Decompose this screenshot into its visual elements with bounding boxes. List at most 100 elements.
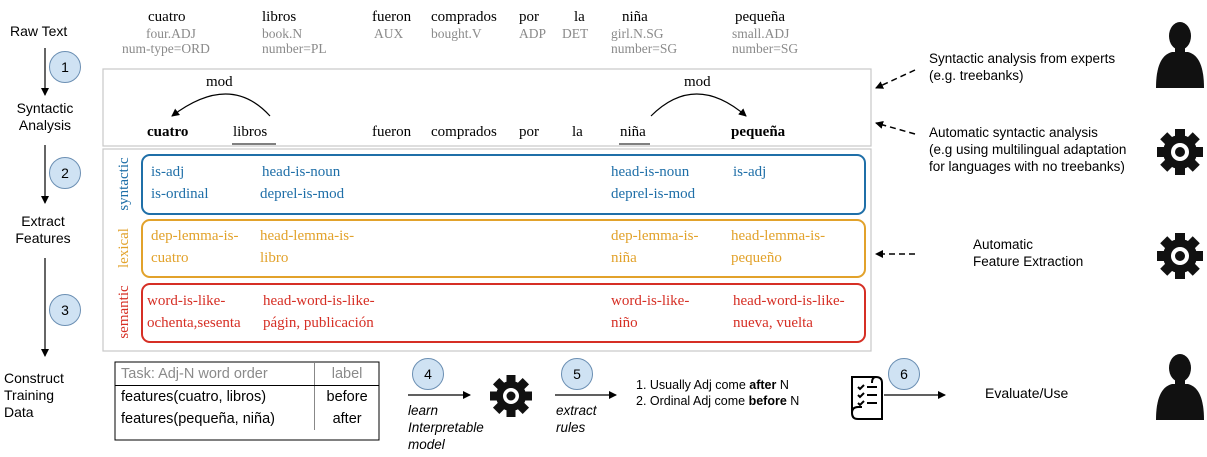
- feature-line: niño: [611, 315, 638, 331]
- feature-line: ochenta,sesenta: [147, 315, 241, 331]
- feature-line: nueva, vuelta: [733, 315, 813, 331]
- word: niña: [622, 9, 648, 25]
- feature-line: is-adj: [733, 164, 767, 180]
- step-syntactic-analysis: Syntactic Analysis: [16, 100, 74, 133]
- note-line: for languages with no treebanks): [929, 159, 1125, 174]
- syntactic-box: [141, 154, 866, 215]
- feature-line: págin, publicación: [263, 315, 374, 331]
- feature-cell: head-word-is-like- nueva, vuelta: [733, 290, 845, 334]
- feature-line: head-word-is-like-: [263, 293, 375, 309]
- word-column: fueron AUX: [372, 9, 411, 41]
- word-column: niña girl.N.SG number=SG: [611, 9, 677, 56]
- table-row: features(cuatro, libros) before: [115, 385, 379, 408]
- word: fueron: [372, 9, 412, 25]
- person-icon: [1156, 22, 1204, 88]
- parse-token: cuatro: [147, 124, 189, 140]
- step-circle-6: 6: [888, 358, 920, 390]
- note-automatic: Automatic syntactic analysis (e.g using …: [929, 124, 1126, 175]
- arc-right: [650, 93, 747, 117]
- table-cell: features(cuatro, libros): [115, 385, 316, 408]
- word-column: comprados bought.V: [431, 9, 497, 41]
- feature-line: head-word-is-like-: [733, 293, 845, 309]
- step-circle-1: 1: [49, 51, 81, 83]
- feature-line: head-is-noun: [611, 164, 690, 180]
- note-line: Automatic: [973, 237, 1034, 252]
- parse-token: fueron: [372, 124, 412, 140]
- step-raw-text: Raw Text: [10, 23, 68, 39]
- feature-line: niña: [611, 250, 637, 266]
- rule-item: 1. Usually Adj come after N: [636, 377, 799, 393]
- feature-cell: is-adj: [733, 161, 766, 183]
- rule-text: 2. Ordinal Adj come: [636, 394, 749, 408]
- gloss: four.ADJ: [146, 26, 196, 41]
- note-feature-extraction: Automatic Feature Extraction: [973, 236, 1083, 270]
- word: por: [519, 9, 539, 25]
- scroll-checklist-icon: [851, 376, 883, 420]
- note-line: Automatic syntactic analysis: [929, 125, 1098, 140]
- step-circle-4: 4: [412, 358, 444, 390]
- label-line: learn: [408, 403, 439, 418]
- note-line: Feature Extraction: [973, 254, 1084, 269]
- step-construct-training-data: Construct Training Data: [4, 370, 64, 420]
- arc-left: [171, 93, 271, 117]
- feature-line: head-lemma-is-: [260, 228, 355, 244]
- feature-cell: dep-lemma-is- niña: [611, 225, 698, 269]
- dashed-arrow-experts: [875, 69, 916, 89]
- rule-emphasis: before: [748, 394, 787, 408]
- note-line: Syntactic analysis from experts: [929, 51, 1116, 66]
- learn-label: learn Interpretable model: [408, 402, 484, 453]
- extract-label: extract rules: [556, 402, 597, 436]
- word-column: la DET: [562, 9, 588, 41]
- feature-cell: word-is-like- ochenta,sesenta: [147, 290, 241, 334]
- feature-cell: word-is-like- niño: [611, 290, 689, 334]
- gloss: num-type=ORD: [122, 41, 210, 56]
- rule-text: N: [776, 378, 789, 392]
- table-header-row: Task: Adj-N word order label: [115, 363, 379, 386]
- word: la: [574, 9, 585, 25]
- table-cell: features(pequeña, niña): [115, 408, 316, 430]
- arc-label-left: mod: [206, 74, 233, 90]
- feature-line: deprel-is-mod: [260, 186, 345, 202]
- word-column: por ADP: [519, 9, 546, 41]
- rule-emphasis: after: [749, 378, 777, 392]
- feature-cell: head-is-noun deprel-is-mod: [260, 161, 344, 205]
- feature-line: cuatro: [151, 250, 189, 266]
- note-line: (e.g. treebanks): [929, 68, 1024, 83]
- gear-icon: [490, 375, 532, 417]
- step-circle-5: 5: [561, 358, 593, 390]
- gear-icon: [1157, 233, 1203, 279]
- gloss: DET: [562, 26, 589, 41]
- label-line: model: [408, 437, 445, 452]
- rule-text: N: [786, 394, 800, 408]
- feature-line: word-is-like-: [147, 293, 226, 309]
- dashed-arrow-automatic: [875, 121, 916, 135]
- features-panel: [102, 148, 872, 352]
- gloss: book.N: [262, 26, 303, 41]
- feature-line: dep-lemma-is-: [611, 228, 699, 244]
- rule-text: 1. Usually Adj come: [636, 378, 750, 392]
- feature-line: dep-lemma-is-: [151, 228, 239, 244]
- feature-line: libro: [260, 250, 289, 266]
- feature-cell: is-adj is-ordinal: [151, 161, 209, 205]
- word: comprados: [431, 9, 497, 25]
- gloss: ADP: [519, 26, 547, 41]
- parse-token: por: [519, 124, 539, 140]
- feature-line: word-is-like-: [611, 293, 690, 309]
- note-line: (e.g using multilingual adaptation: [929, 142, 1127, 157]
- word-column: pequeña small.ADJ number=SG: [732, 9, 798, 56]
- parse-panel: [102, 68, 872, 147]
- word-column: libros book.N number=PL: [262, 9, 327, 56]
- gear-icon: [1157, 129, 1203, 175]
- semantic-label: semantic: [116, 285, 132, 339]
- semantic-box: [141, 283, 866, 343]
- evaluate-label: Evaluate/Use: [985, 385, 1069, 401]
- person-icon: [1156, 354, 1204, 420]
- syntactic-label: syntactic: [116, 157, 132, 211]
- label-line: Interpretable: [408, 420, 484, 435]
- lexical-label: lexical: [116, 228, 132, 268]
- note-experts: Syntactic analysis from experts (e.g. tr…: [929, 50, 1115, 84]
- label-line: extract: [556, 403, 597, 418]
- step-circle-3: 3: [49, 294, 81, 326]
- feature-line: is-ordinal: [151, 186, 209, 202]
